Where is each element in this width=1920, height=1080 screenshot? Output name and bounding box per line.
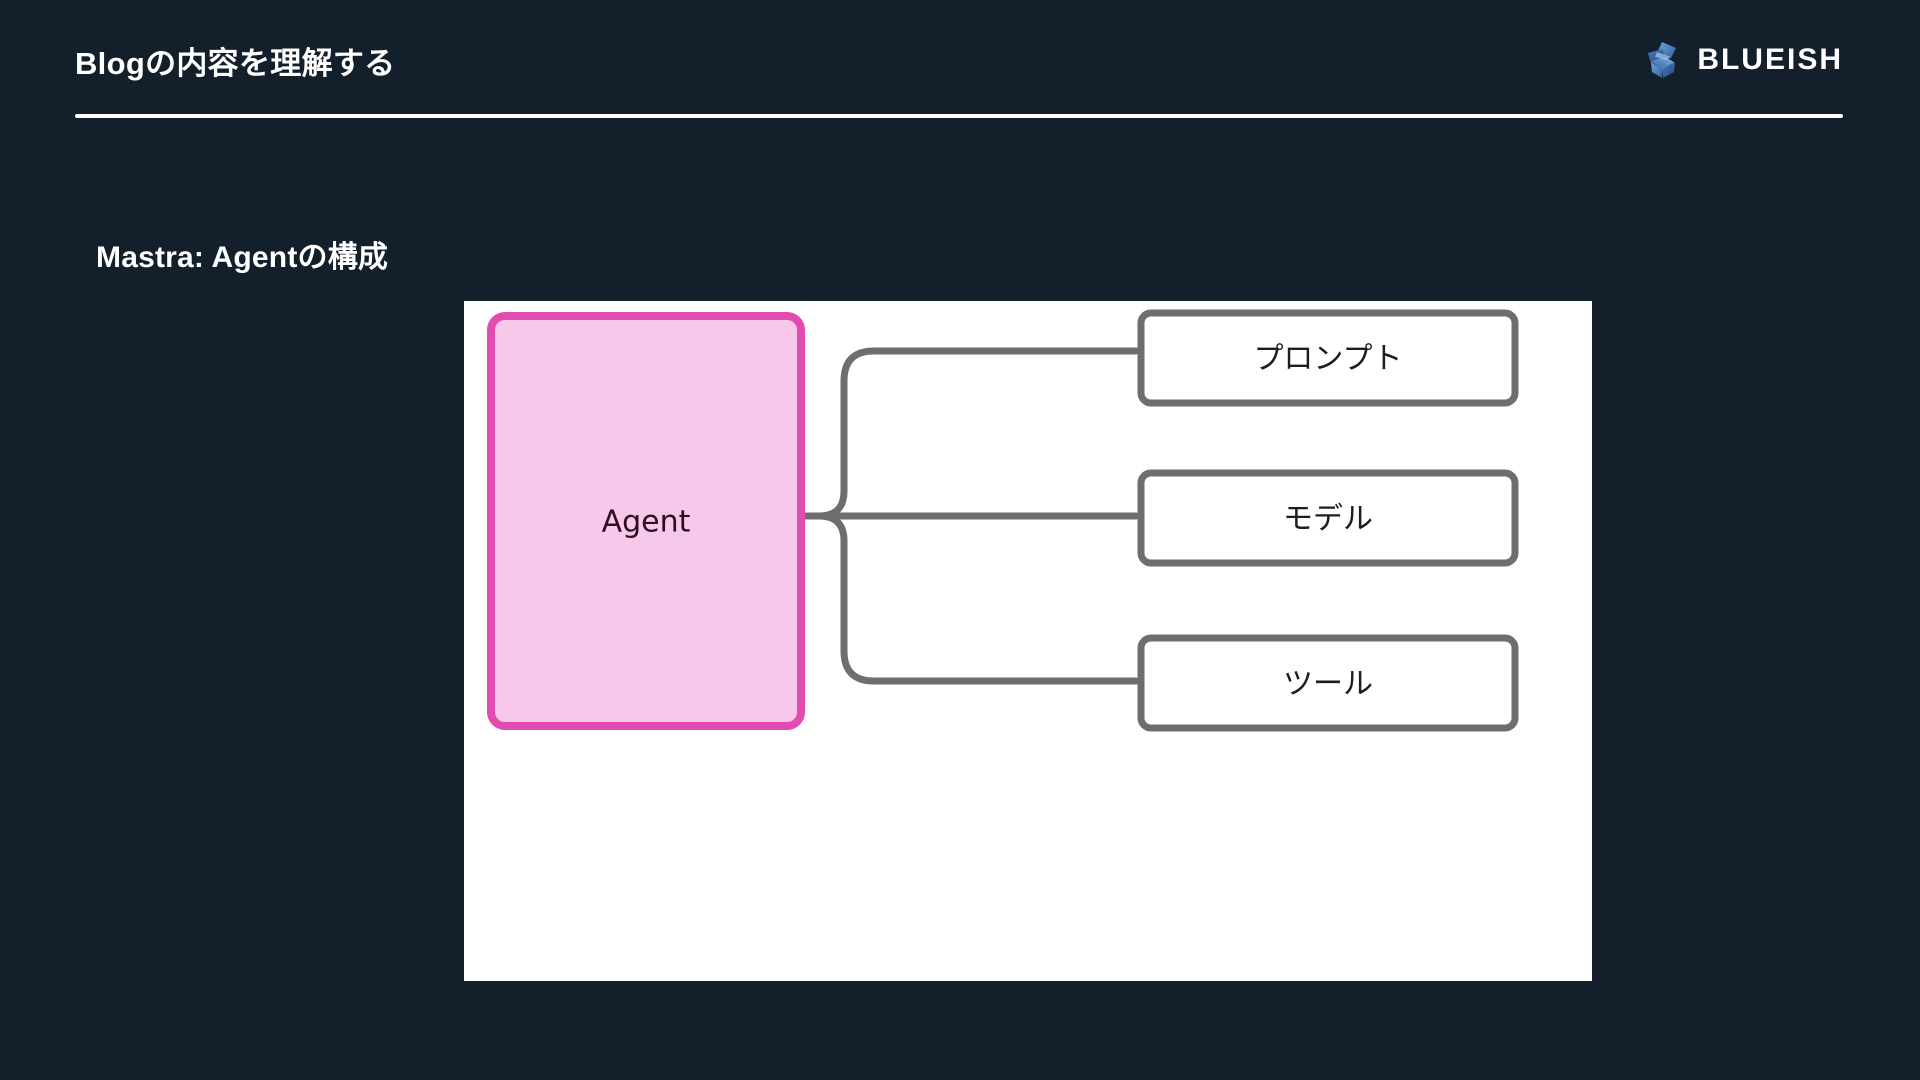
node-prompt-label: プロンプト: [1253, 342, 1402, 377]
node-tool-label: ツール: [1283, 667, 1373, 702]
node-agent-shape: [487, 312, 805, 730]
node-model-shape: [1137, 469, 1519, 567]
node-agent-label: Agent: [602, 505, 691, 540]
section-title: Mastra: Agentの構成: [96, 241, 389, 274]
blueish-crystal-logo-icon: [1642, 39, 1684, 81]
node-agent[interactable]: Agent: [487, 312, 805, 730]
node-tool[interactable]: ツール: [1137, 634, 1519, 732]
node-model-label: モデル: [1283, 502, 1373, 537]
slide-header: Blogの内容を理解する: [0, 0, 1920, 140]
diagram-canvas: Agent プロンプト モデル ツール: [487, 309, 1519, 732]
edge-tool-to-agent: [815, 512, 1140, 685]
edge-prompt-to-agent: [815, 347, 1140, 520]
node-model[interactable]: モデル: [1137, 469, 1519, 567]
connector-group: [752, 347, 1140, 685]
node-tool-shape: [1137, 634, 1519, 732]
node-prompt-shape: [1137, 309, 1519, 407]
node-prompt[interactable]: プロンプト: [1137, 309, 1519, 407]
header-divider: [75, 114, 1843, 118]
brand-name: BLUEISH: [1697, 43, 1843, 76]
diagram-panel: Agent プロンプト モデル ツール: [464, 301, 1592, 981]
brand-logo: BLUEISH: [1642, 38, 1843, 82]
page-title: Blogの内容を理解する: [75, 46, 396, 81]
